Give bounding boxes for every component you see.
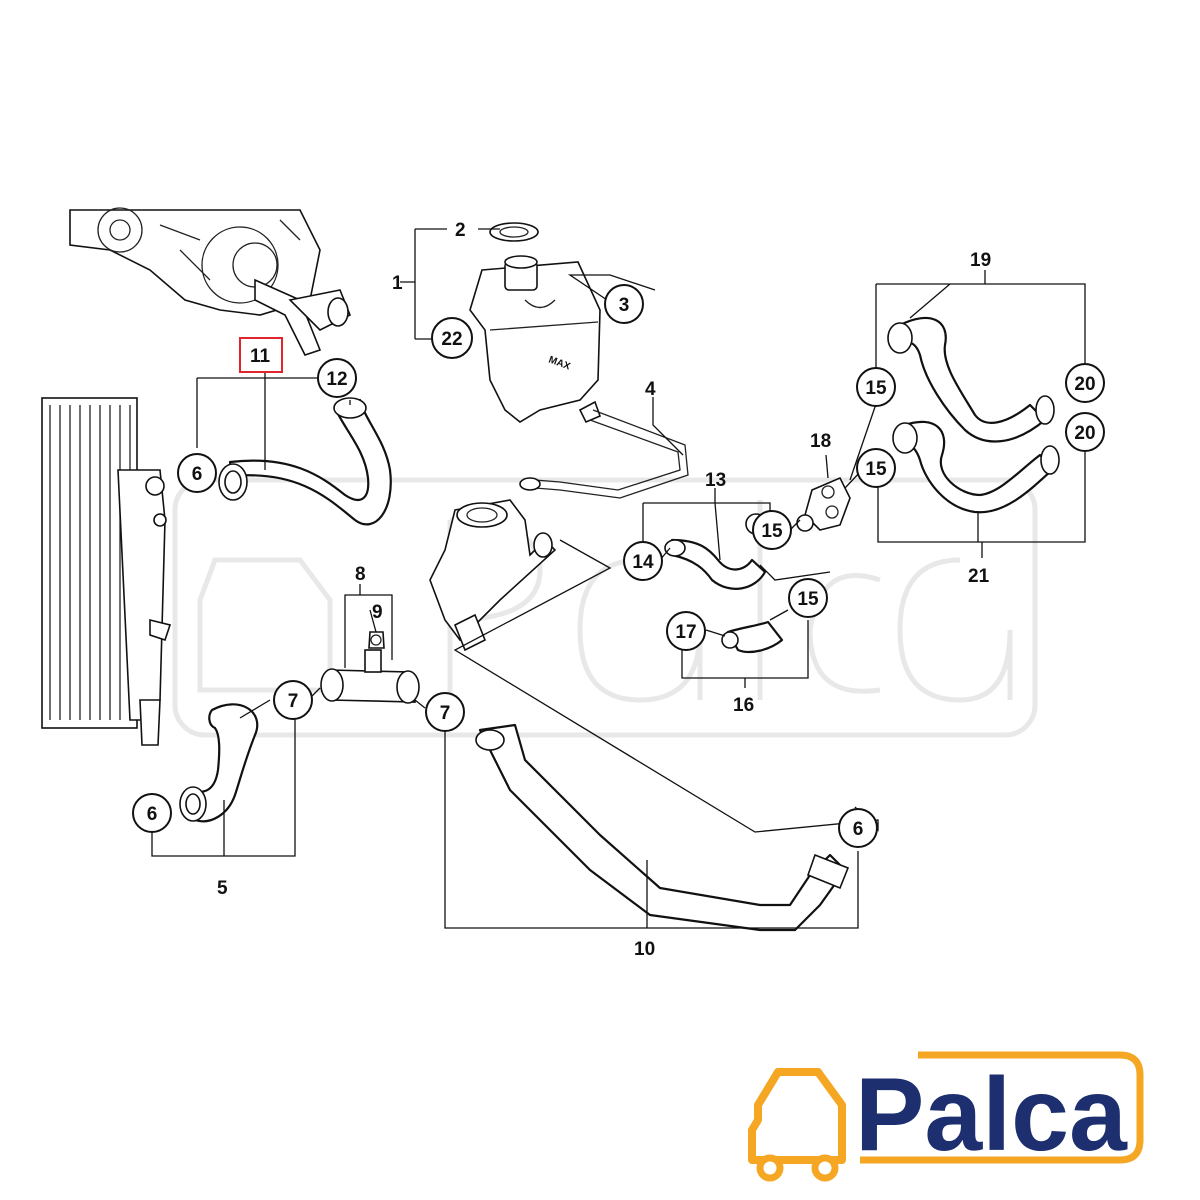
leader-lines bbox=[151, 228, 1086, 929]
callout-5: 5 bbox=[217, 878, 228, 899]
tank-vent-hose bbox=[519, 409, 689, 499]
callout-3: 3 bbox=[619, 295, 630, 316]
callout-2: 2 bbox=[455, 220, 466, 241]
callout-12: 12 bbox=[326, 369, 347, 390]
callout-bubbles: 3 22 12 6 7 7 6 6 14 15 15 17 15 15 20 2… bbox=[132, 284, 1105, 848]
callout-14: 14 bbox=[632, 552, 654, 573]
callout-4: 4 bbox=[645, 379, 656, 400]
callout-15c: 15 bbox=[865, 378, 887, 399]
callout-10: 10 bbox=[634, 939, 655, 960]
lower-left-hose bbox=[179, 703, 259, 823]
callout-19: 19 bbox=[970, 250, 991, 271]
small-hose-13 bbox=[664, 513, 767, 590]
callout-11: 11 bbox=[250, 346, 271, 367]
callout-9: 9 bbox=[372, 602, 383, 623]
logo-text: Palca bbox=[855, 1057, 1128, 1173]
heater-hose-21 bbox=[892, 420, 1060, 514]
callout-15b: 15 bbox=[797, 589, 819, 610]
callout-15d: 15 bbox=[865, 459, 887, 480]
water-pump bbox=[69, 207, 352, 356]
highlight-box bbox=[239, 337, 283, 373]
callout-20b: 20 bbox=[1074, 423, 1095, 444]
t-piece bbox=[320, 631, 420, 704]
palca-logo: Palca bbox=[748, 1051, 1144, 1182]
thermostat-housing bbox=[429, 499, 557, 652]
callout-labels: 1 2 4 5 8 9 10 11 13 16 18 19 21 bbox=[217, 220, 991, 960]
callout-13: 13 bbox=[705, 470, 726, 491]
heater-hose-19 bbox=[887, 316, 1055, 443]
callout-18: 18 bbox=[810, 431, 831, 452]
callout-21: 21 bbox=[968, 566, 990, 587]
callout-20a: 20 bbox=[1074, 374, 1095, 395]
callout-15a: 15 bbox=[761, 521, 783, 542]
callout-8: 8 bbox=[355, 564, 366, 585]
callout-1: 1 bbox=[392, 273, 403, 294]
callout-7a: 7 bbox=[288, 691, 299, 712]
callout-7b: 7 bbox=[440, 703, 451, 724]
small-hose-16 bbox=[721, 620, 784, 654]
upper-radiator-hose bbox=[218, 397, 392, 526]
callout-6a: 6 bbox=[192, 464, 203, 485]
callout-6b: 6 bbox=[147, 804, 158, 825]
lower-main-hose bbox=[475, 723, 850, 932]
callout-22: 22 bbox=[441, 329, 462, 350]
logo-frame bbox=[860, 1051, 1144, 1164]
valve-18 bbox=[796, 476, 851, 532]
expansion-tank: MAX bbox=[469, 222, 602, 424]
callout-6c: 6 bbox=[853, 819, 864, 840]
logo-car-icon bbox=[748, 1068, 846, 1164]
radiator bbox=[41, 397, 172, 746]
callout-17: 17 bbox=[675, 622, 696, 643]
callout-16: 16 bbox=[733, 695, 754, 716]
